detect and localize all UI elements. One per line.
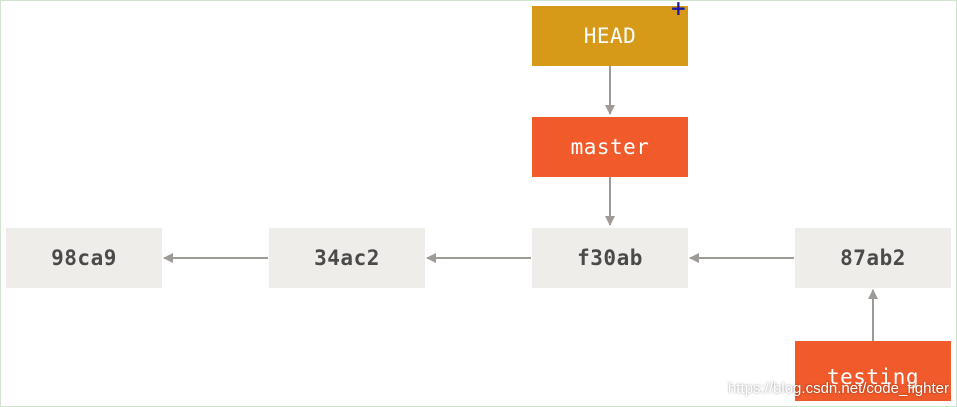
commit-f30ab: f30ab — [532, 228, 688, 288]
head-pointer: HEAD — [532, 6, 688, 66]
commit-34ac2: 34ac2 — [269, 228, 425, 288]
commit-98ca9: 98ca9 — [6, 228, 162, 288]
branch-master: master — [532, 117, 688, 177]
watermark-text: https://blog.csdn.net/code_fighter — [728, 380, 949, 397]
branch-testing: testing — [795, 341, 951, 401]
cursor-crosshair-icon: + — [670, 0, 687, 20]
commit-87ab2: 87ab2 — [795, 228, 951, 288]
